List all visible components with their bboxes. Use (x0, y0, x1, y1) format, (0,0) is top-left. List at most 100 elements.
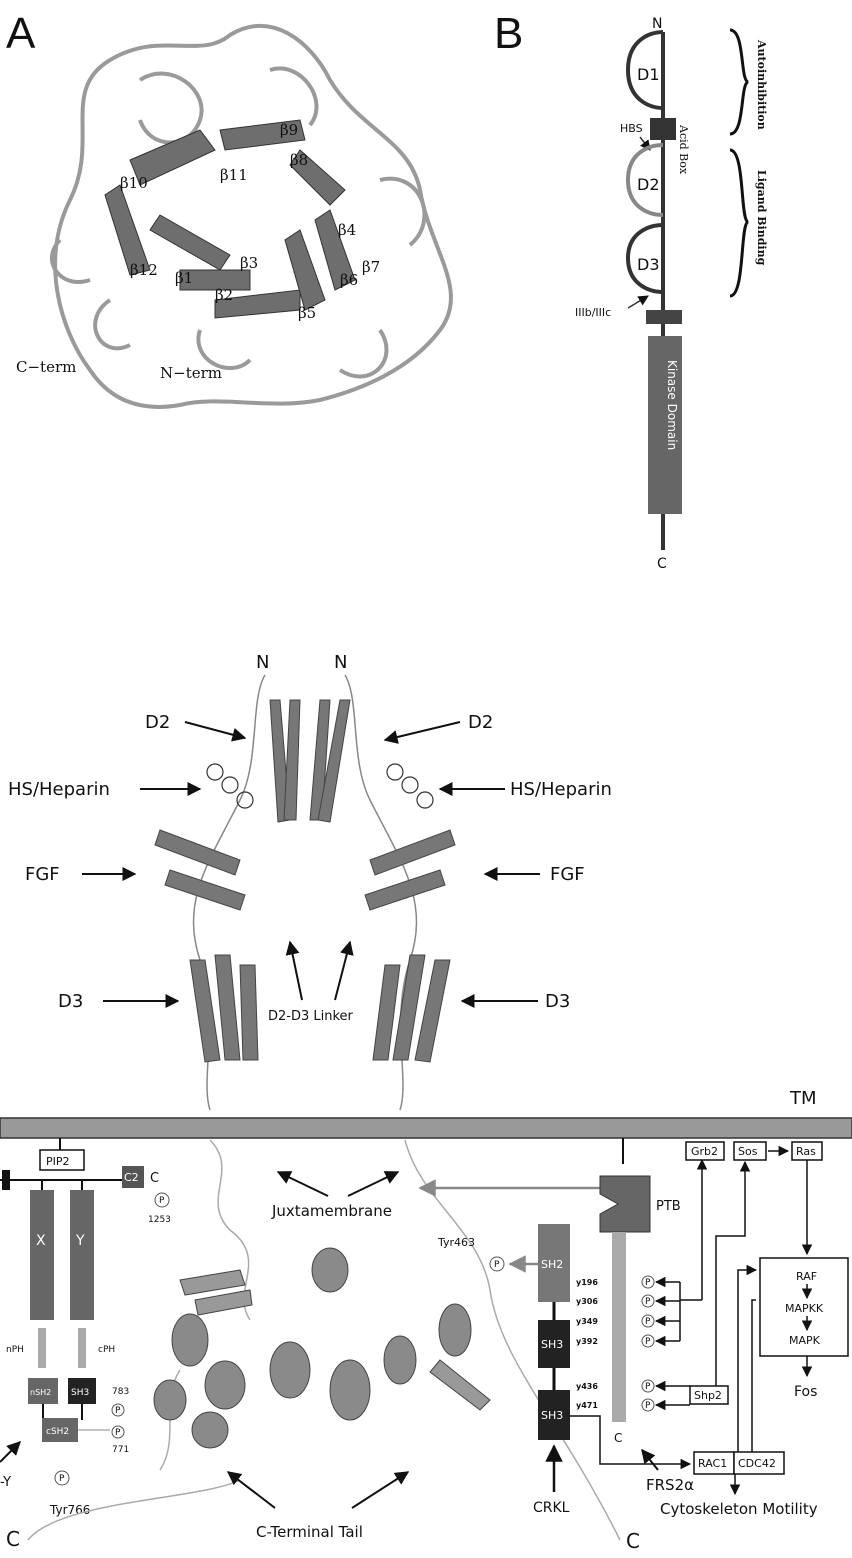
svg-text:P: P (645, 1278, 651, 1288)
svg-text:β10: β10 (120, 174, 148, 192)
svg-text:Y: Y (75, 1233, 85, 1249)
n-term-label: N−term (160, 364, 222, 382)
ligand-binding-brace (730, 150, 748, 296)
svg-text:β8: β8 (290, 151, 308, 169)
svg-text:CDC42: CDC42 (738, 1457, 776, 1470)
svg-text:cPH: cPH (98, 1345, 115, 1355)
svg-text:D3: D3 (545, 991, 570, 1012)
svg-text:β5: β5 (298, 304, 316, 322)
svg-text:C: C (614, 1431, 622, 1445)
svg-text:Grb2: Grb2 (691, 1145, 718, 1158)
svg-text:β12: β12 (130, 261, 158, 279)
svg-text:SH3: SH3 (541, 1338, 563, 1351)
svg-text:P: P (159, 1196, 165, 1206)
svg-text:C: C (657, 556, 667, 572)
svg-text:783: 783 (112, 1387, 129, 1397)
panel-b-letter: B (494, 9, 523, 58)
svg-text:CRKL: CRKL (533, 1500, 570, 1516)
svg-text:y392: y392 (576, 1337, 598, 1346)
svg-text:C: C (6, 1527, 20, 1551)
svg-text:β2: β2 (215, 286, 233, 304)
svg-text:P: P (59, 1474, 65, 1484)
svg-text:D2: D2 (145, 712, 170, 733)
svg-text:Autoinhibition: Autoinhibition (755, 39, 768, 130)
svg-text:β1: β1 (175, 269, 193, 287)
membrane (0, 1118, 852, 1138)
signaling-panel: PIP2 C2 C P 1253 X Y nPH cPH nSH2 SH3 cS… (0, 1138, 848, 1553)
svg-text:Fos: Fos (794, 1384, 817, 1400)
svg-text:D3: D3 (637, 255, 660, 274)
svg-text:P: P (645, 1401, 651, 1411)
svg-text:C: C (626, 1529, 640, 1553)
svg-text:SH2: SH2 (541, 1258, 563, 1271)
svg-text:β3: β3 (240, 254, 258, 272)
svg-text:FRS2α: FRS2α (646, 1476, 694, 1494)
svg-text:D2: D2 (468, 712, 493, 733)
svg-text:N: N (256, 652, 269, 673)
svg-text:y196: y196 (576, 1278, 598, 1287)
svg-text:y349: y349 (576, 1317, 598, 1326)
svg-text:HS/Heparin: HS/Heparin (8, 779, 110, 800)
svg-text:Ligand Binding: Ligand Binding (755, 170, 768, 266)
receptor-schematic: N D1 Acid Box HBS D2 D3 IIIb/IIIc Kinase… (575, 16, 768, 572)
svg-text:nPH: nPH (6, 1345, 24, 1355)
svg-text:y471: y471 (576, 1401, 598, 1410)
svg-text:771: 771 (112, 1445, 129, 1455)
svg-text:1253: 1253 (148, 1215, 171, 1225)
svg-text:Tyr766: Tyr766 (49, 1503, 90, 1517)
svg-text:β11: β11 (220, 166, 248, 184)
svg-text:IIIb/IIIc: IIIb/IIIc (575, 306, 611, 319)
fgf-fgfr-heparin-complex: N N D2 D2 HS/Heparin HS (8, 652, 612, 1110)
svg-text:P: P (645, 1317, 651, 1327)
svg-text:-Y: -Y (0, 1475, 11, 1490)
svg-text:P: P (645, 1382, 651, 1392)
svg-text:P: P (115, 1406, 121, 1416)
svg-text:RAC1: RAC1 (698, 1457, 727, 1470)
tm-label: TM (789, 1088, 817, 1109)
svg-text:Ras: Ras (796, 1145, 816, 1158)
svg-text:FGF: FGF (550, 864, 585, 885)
svg-text:D2: D2 (637, 175, 660, 194)
svg-text:P: P (494, 1260, 500, 1270)
svg-text:HS/Heparin: HS/Heparin (510, 779, 612, 800)
svg-text:y436: y436 (576, 1382, 598, 1391)
svg-text:Tyr463: Tyr463 (437, 1236, 475, 1249)
svg-text:β6: β6 (340, 271, 358, 289)
svg-text:N: N (652, 16, 662, 32)
svg-text:D3: D3 (58, 991, 83, 1012)
svg-text:β9: β9 (280, 121, 298, 139)
svg-text:C2: C2 (124, 1171, 139, 1184)
svg-text:SH3: SH3 (71, 1388, 89, 1398)
svg-text:C: C (150, 1171, 159, 1186)
svg-text:N: N (334, 652, 347, 673)
svg-text:HBS: HBS (620, 122, 643, 135)
acid-box (650, 118, 676, 140)
svg-text:β7: β7 (362, 258, 380, 276)
panel-a-letter: A (6, 9, 36, 58)
svg-text:X: X (36, 1233, 46, 1249)
transmembrane-box (646, 310, 682, 324)
svg-text:C-Terminal Tail: C-Terminal Tail (256, 1523, 363, 1541)
autoinhibition-brace (730, 30, 748, 134)
svg-text:Kinase Domain: Kinase Domain (665, 360, 679, 450)
svg-text:P: P (645, 1337, 651, 1347)
svg-text:Juxtamembrane: Juxtamembrane (271, 1202, 392, 1220)
svg-text:P: P (645, 1297, 651, 1307)
svg-text:Acid Box: Acid Box (677, 124, 690, 175)
svg-text:PTB: PTB (656, 1199, 681, 1214)
svg-text:PIP2: PIP2 (46, 1155, 70, 1168)
svg-text:nSH2: nSH2 (30, 1388, 51, 1397)
svg-text:P: P (115, 1428, 121, 1438)
svg-text:cSH2: cSH2 (46, 1427, 69, 1437)
svg-text:D2-D3 Linker: D2-D3 Linker (268, 1009, 354, 1024)
svg-text:D1: D1 (637, 65, 660, 84)
svg-text:Cytoskeleton Motility: Cytoskeleton Motility (660, 1500, 818, 1518)
svg-text:MAPK: MAPK (789, 1334, 821, 1347)
svg-text:RAF: RAF (796, 1270, 817, 1283)
svg-text:SH3: SH3 (541, 1409, 563, 1422)
c-term-label: C−term (16, 358, 76, 376)
svg-text:y306: y306 (576, 1297, 598, 1306)
svg-text:Sos: Sos (738, 1145, 758, 1158)
svg-text:MAPKK: MAPKK (785, 1302, 824, 1315)
